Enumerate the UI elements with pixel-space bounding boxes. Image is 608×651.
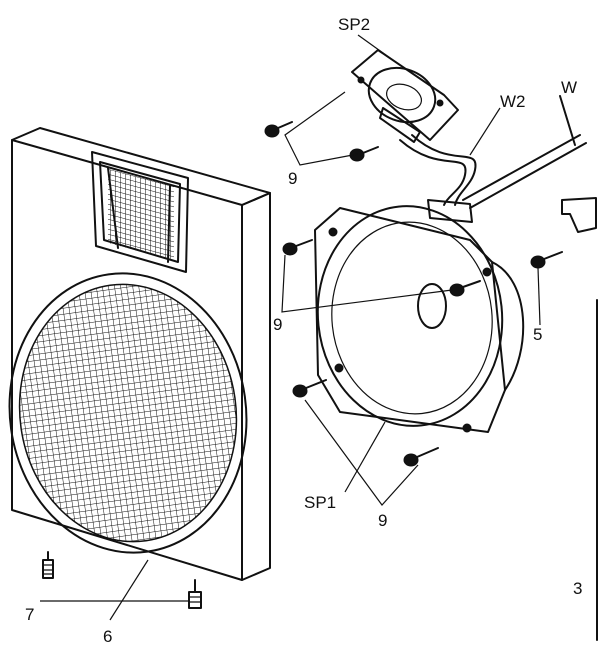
screw-7-right	[188, 579, 202, 609]
terminal-block	[427, 199, 473, 223]
label-9-mid: 9	[273, 315, 282, 334]
screw-9-tweeter-b	[349, 146, 379, 162]
leader-sp1	[344, 421, 386, 493]
screw-9-tweeter-a	[264, 121, 293, 138]
screw-9-woofer-d	[403, 447, 439, 467]
label-w2: W2	[500, 92, 526, 111]
wire-w2	[399, 134, 477, 206]
label-sp1: SP1	[304, 493, 336, 512]
wire-w	[462, 95, 587, 209]
leader-9-bottom	[304, 399, 419, 506]
woofer-sp1	[314, 205, 525, 433]
leader-9-mid	[281, 254, 453, 313]
screw-9-woofer-b	[449, 280, 481, 297]
bracket	[561, 197, 597, 233]
screw-9-woofer-c	[292, 379, 327, 398]
label-w: W	[561, 78, 577, 97]
leader-w2	[469, 107, 501, 156]
screw-7-left	[42, 551, 54, 579]
woofer-grille	[8, 272, 248, 554]
label-sp2: SP2	[338, 15, 370, 34]
leader-6	[109, 559, 149, 621]
label-3: 3	[573, 579, 582, 598]
screw-5	[530, 251, 563, 269]
leader-sp2	[357, 34, 391, 59]
tweeter-sp2	[351, 49, 459, 143]
label-6: 6	[103, 627, 112, 646]
grille-panel	[8, 127, 271, 581]
screw-9-woofer-a	[282, 239, 313, 256]
tweeter-grille	[91, 151, 189, 273]
leader-9-top	[284, 91, 359, 166]
label-7: 7	[25, 605, 34, 624]
label-5: 5	[533, 325, 542, 344]
label-9-top: 9	[288, 169, 297, 188]
label-9-bottom: 9	[378, 511, 387, 530]
leader-5	[537, 267, 541, 326]
